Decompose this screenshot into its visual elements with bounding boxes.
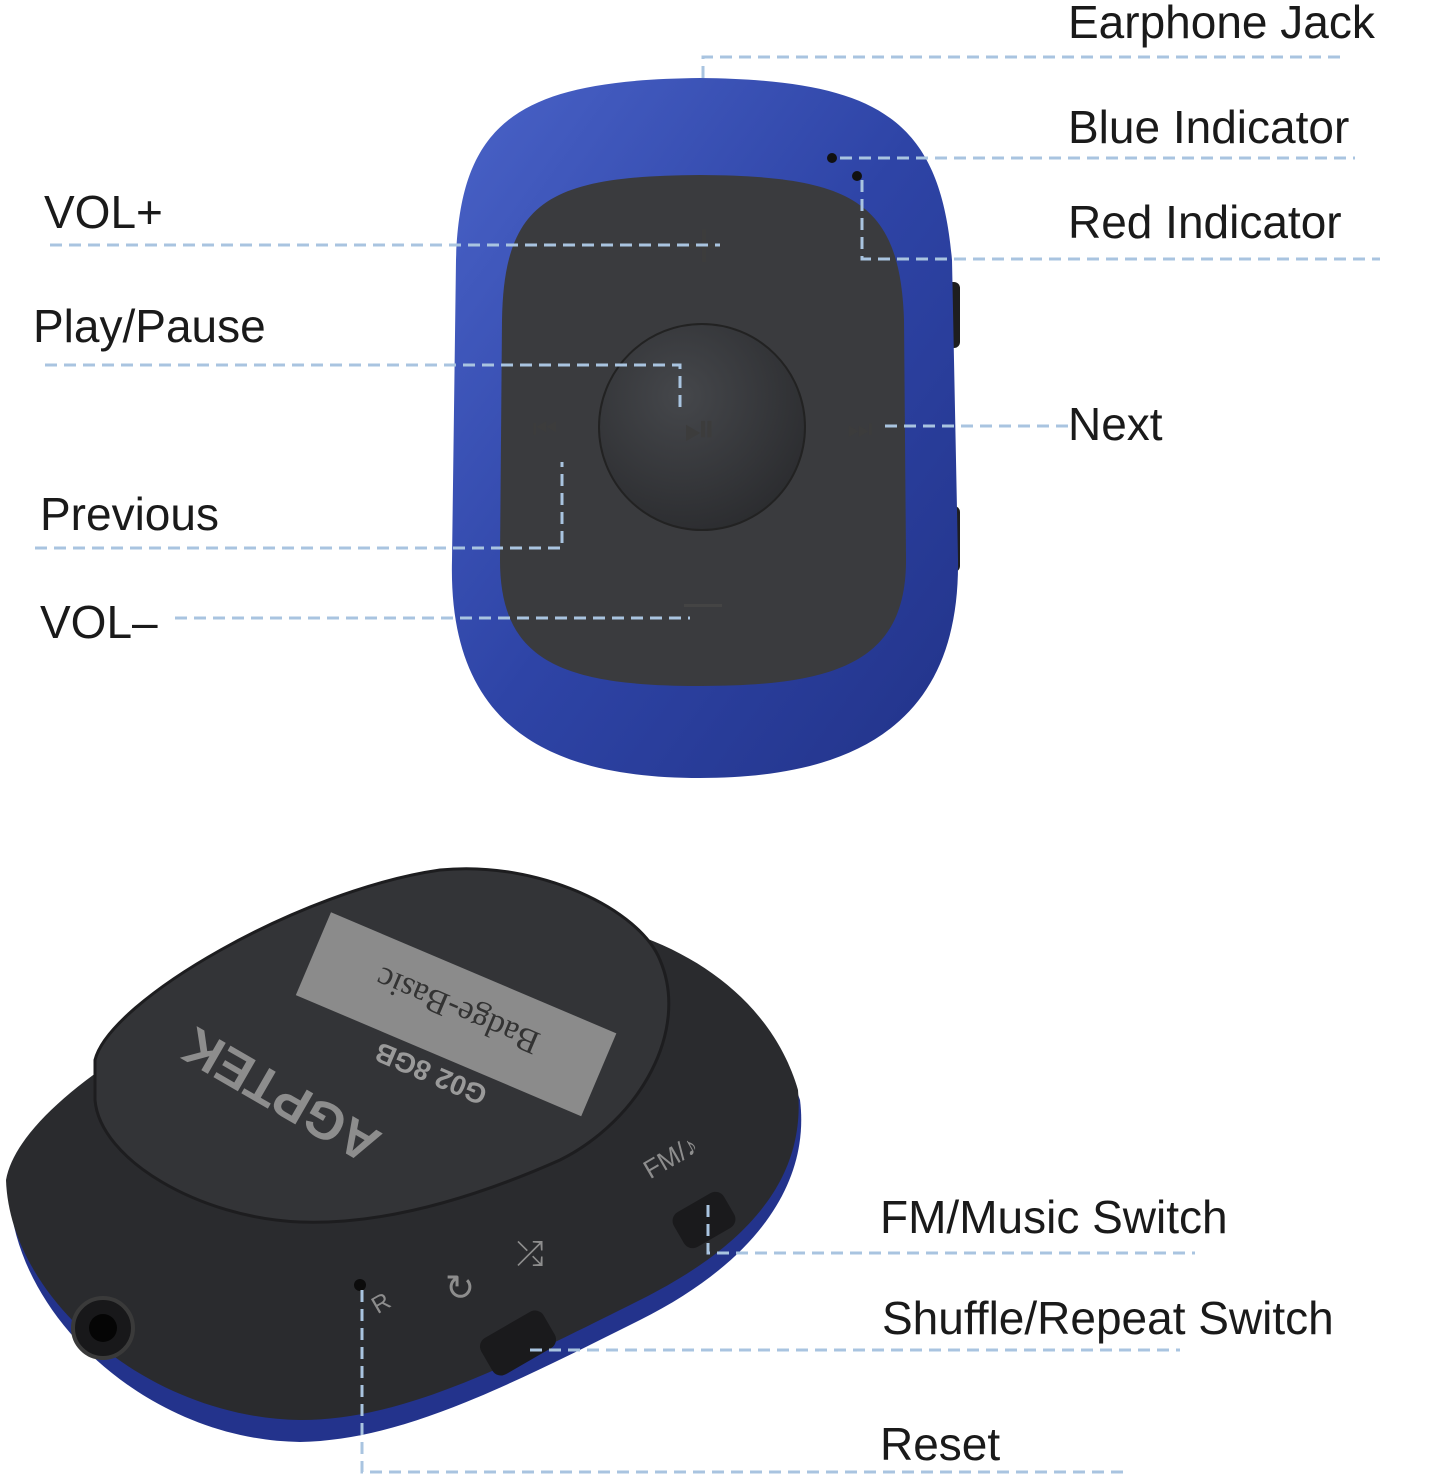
repeat-icon: ↻ [445, 1267, 475, 1308]
callout-labels: Earphone Jack Blue Indicator Red Indicat… [33, 0, 1376, 1470]
sticker-label [295, 912, 617, 1117]
leader-red-indicator [860, 180, 1380, 261]
leader-reset [360, 1290, 1130, 1474]
label-blue-indicator: Blue Indicator [1068, 101, 1349, 153]
label-vol-minus: VOL– [40, 596, 158, 648]
label-shuffle-repeat-switch: Shuffle/Repeat Switch [882, 1292, 1334, 1344]
leader-earphone-jack [701, 55, 1342, 78]
label-earphone-jack: Earphone Jack [1068, 0, 1376, 48]
play-pause-icon: ⏯ [684, 406, 716, 452]
shuffle-icon: ⤮ [516, 1235, 543, 1273]
label-reset: Reset [880, 1418, 1000, 1470]
next-icon[interactable]: ⏭ [847, 412, 872, 445]
leader-lines [35, 55, 1380, 1474]
blue-indicator-led [827, 153, 837, 163]
fm-music-switch[interactable] [669, 1188, 739, 1252]
leader-fm-music [706, 1205, 1195, 1255]
label-fm-music-switch: FM/Music Switch [880, 1191, 1228, 1243]
belt-clip [93, 867, 671, 1224]
earphone-jack-hole [89, 1314, 117, 1342]
label-previous: Previous [40, 488, 219, 540]
play-pause-button[interactable] [598, 323, 806, 531]
label-red-indicator: Red Indicator [1068, 196, 1342, 248]
label-vol-plus: VOL+ [44, 186, 163, 238]
previous-icon[interactable]: ⏮ [532, 412, 557, 445]
red-indicator-led [852, 171, 862, 181]
player-back-view: G02 8GB Badge-Basic AGPTEK FM/♪ R ↻ ⤮ [6, 867, 802, 1442]
leader-previous [35, 462, 564, 550]
player-front-view: ⏯ ⏮ ⏭ + [451, 78, 960, 778]
label-play-pause: Play/Pause [33, 300, 266, 352]
label-next: Next [1068, 398, 1163, 450]
leader-play-pause [45, 363, 682, 410]
shuffle-repeat-switch[interactable] [476, 1307, 559, 1379]
reset-hole[interactable] [354, 1279, 366, 1291]
vol-minus-icon[interactable] [684, 604, 722, 607]
